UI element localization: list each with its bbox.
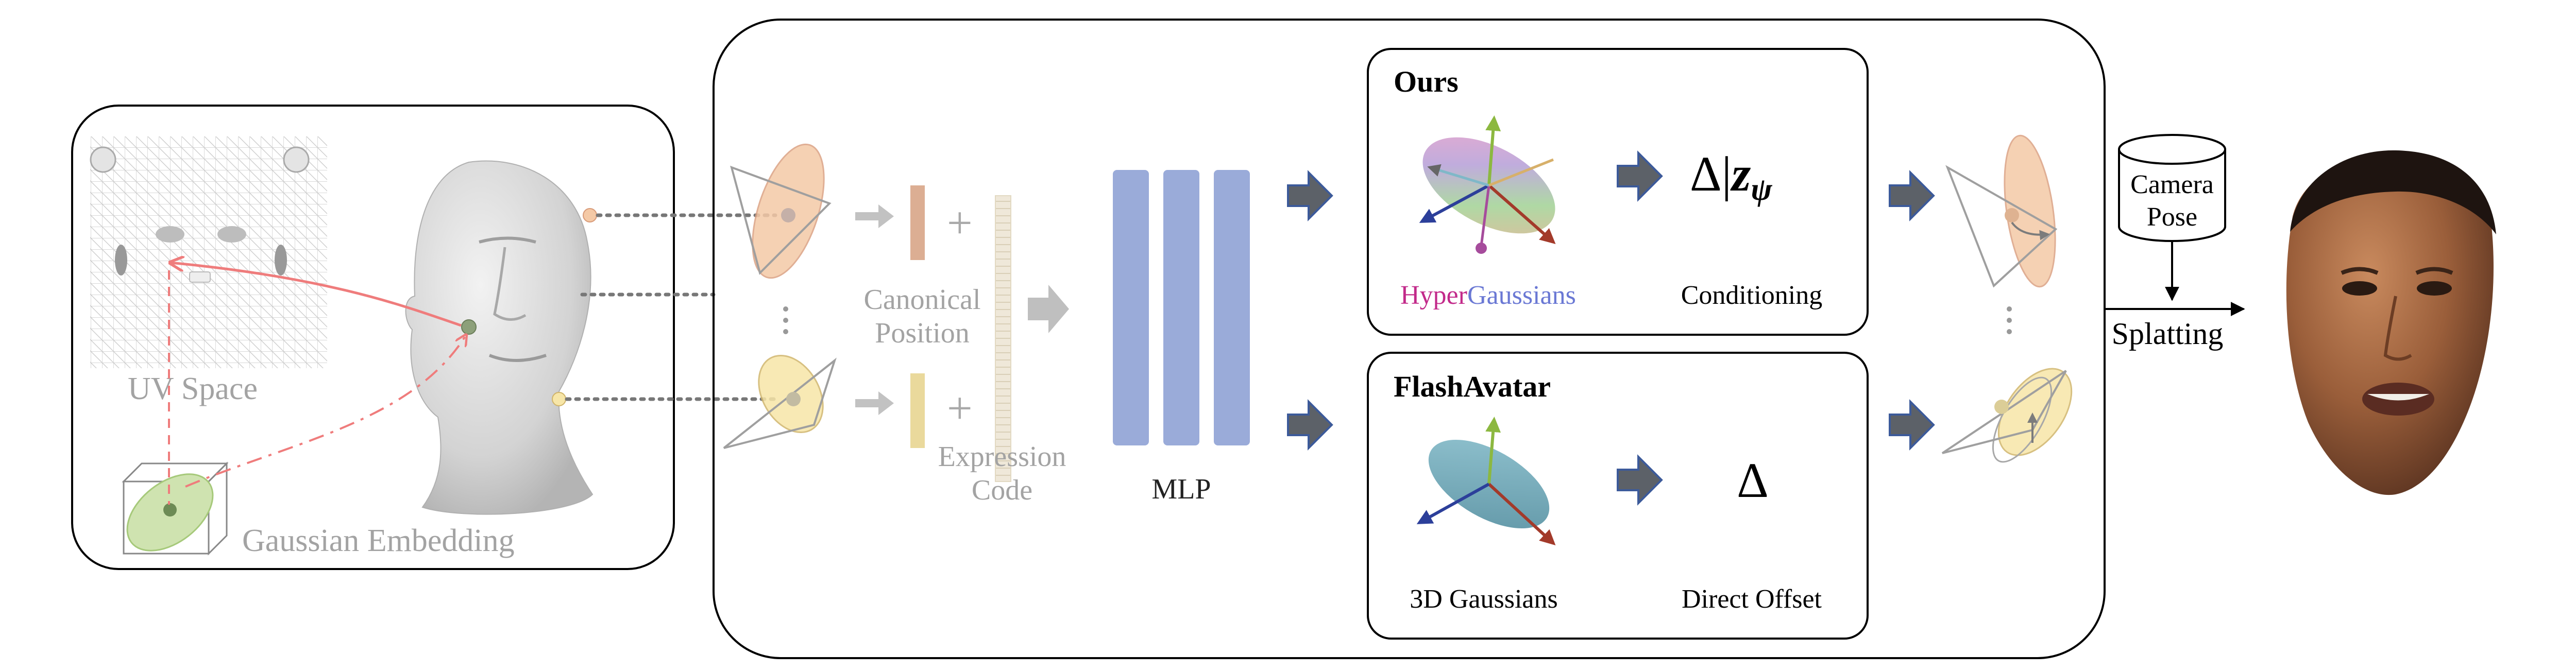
uv-to-head-connection <box>170 263 462 327</box>
uv-corner-dot <box>90 146 116 173</box>
gaussian-embedding-label: Gaussian Embedding <box>242 523 515 558</box>
left-panel: UV Space Gaussian Embedding <box>71 105 675 570</box>
offset-formula: Δ <box>1737 453 1769 508</box>
hypergaussians-label-part1: Hyper <box>1400 281 1467 310</box>
formula-delta-bar: Δ| <box>1690 146 1732 201</box>
splatting-label: Splatting <box>2112 317 2224 351</box>
mlp-layer <box>1163 170 1199 445</box>
pipeline-panel-frame <box>713 19 2106 659</box>
ours-output-arrow <box>1889 170 1935 221</box>
input-gaussian-bottom <box>723 354 837 449</box>
uv-eye <box>156 226 184 243</box>
ours-inner-arrow <box>1617 150 1663 202</box>
expression-code-label: Expression <box>938 441 1066 473</box>
head-mesh <box>405 160 594 515</box>
uv-corner-dot <box>283 146 310 173</box>
formula-psi: ψ <box>1751 172 1772 207</box>
flow-arrow-small <box>855 391 894 415</box>
hypergaussians-label-part2: Gaussians <box>1467 281 1576 310</box>
mlp-label: MLP <box>1151 473 1211 505</box>
expression-code-label: Code <box>972 474 1032 506</box>
camera-pose-label: Camera <box>2130 170 2214 199</box>
rendered-avatar-face <box>2286 150 2496 495</box>
gaussian-embedding-cube <box>122 461 229 556</box>
direct-offset-label: Direct Offset <box>1682 584 1822 614</box>
uv-ear <box>115 245 127 276</box>
mlp-to-ours-arrow <box>1287 170 1333 221</box>
hypergaussians-label: HyperGaussians <box>1400 281 1576 310</box>
uv-eye <box>217 226 246 243</box>
deformed-gaussian-bottom <box>1941 368 2073 463</box>
position-embedding-bar <box>910 185 925 260</box>
expression-embedding-bar <box>910 373 925 448</box>
canonical-position-label: Position <box>875 317 970 349</box>
head-to-gaussian-connectors <box>552 208 780 406</box>
gaussians-3d-label: 3D Gaussians <box>1410 584 1557 614</box>
ellipsis-dots-left <box>783 306 788 334</box>
plus-sign: + <box>947 384 973 434</box>
flashavatar-output-arrow <box>1889 399 1935 451</box>
head-sample-point <box>461 319 477 335</box>
flow-arrow-small <box>855 204 894 228</box>
hypergaussian-glyph <box>1419 115 1556 254</box>
camera-pose-label: Pose <box>2147 202 2197 232</box>
uv-teeth <box>189 271 211 283</box>
flashavatar-inner-arrow <box>1617 454 1663 506</box>
conditioning-formula: Δ|zψ <box>1690 146 1772 207</box>
gaussian-3d-glyph <box>1416 417 1556 546</box>
mlp-layer <box>1113 170 1149 445</box>
ellipsis-dots-right <box>2007 306 2012 334</box>
flashavatar-title: FlashAvatar <box>1394 370 1551 403</box>
mlp-to-flashavatar-arrow <box>1287 399 1333 451</box>
expression-code-vector <box>995 195 1011 482</box>
to-mlp-arrow <box>1028 285 1069 333</box>
camera-pose-cylinder <box>2118 134 2226 242</box>
formula-z: z <box>1730 146 1751 201</box>
mlp-block <box>1113 170 1250 445</box>
cube-to-head-connection <box>185 335 466 488</box>
ours-box: Ours Δ|zψ HyperGaussians Conditioning <box>1367 48 1869 336</box>
plus-sign: + <box>947 198 973 248</box>
canonical-position-label: Canonical <box>863 284 980 316</box>
mlp-layer <box>1214 170 1250 445</box>
uv-space-label: UV Space <box>128 371 258 406</box>
uv-space-map <box>90 136 327 368</box>
flashavatar-box: FlashAvatar Δ 3D Gaussians Direct Offset <box>1367 352 1869 640</box>
uv-ear <box>275 245 287 276</box>
deformed-gaussian-top <box>1945 134 2058 288</box>
ours-title: Ours <box>1394 65 1459 98</box>
conditioning-label: Conditioning <box>1681 281 1822 310</box>
input-gaussian-top <box>730 143 832 279</box>
